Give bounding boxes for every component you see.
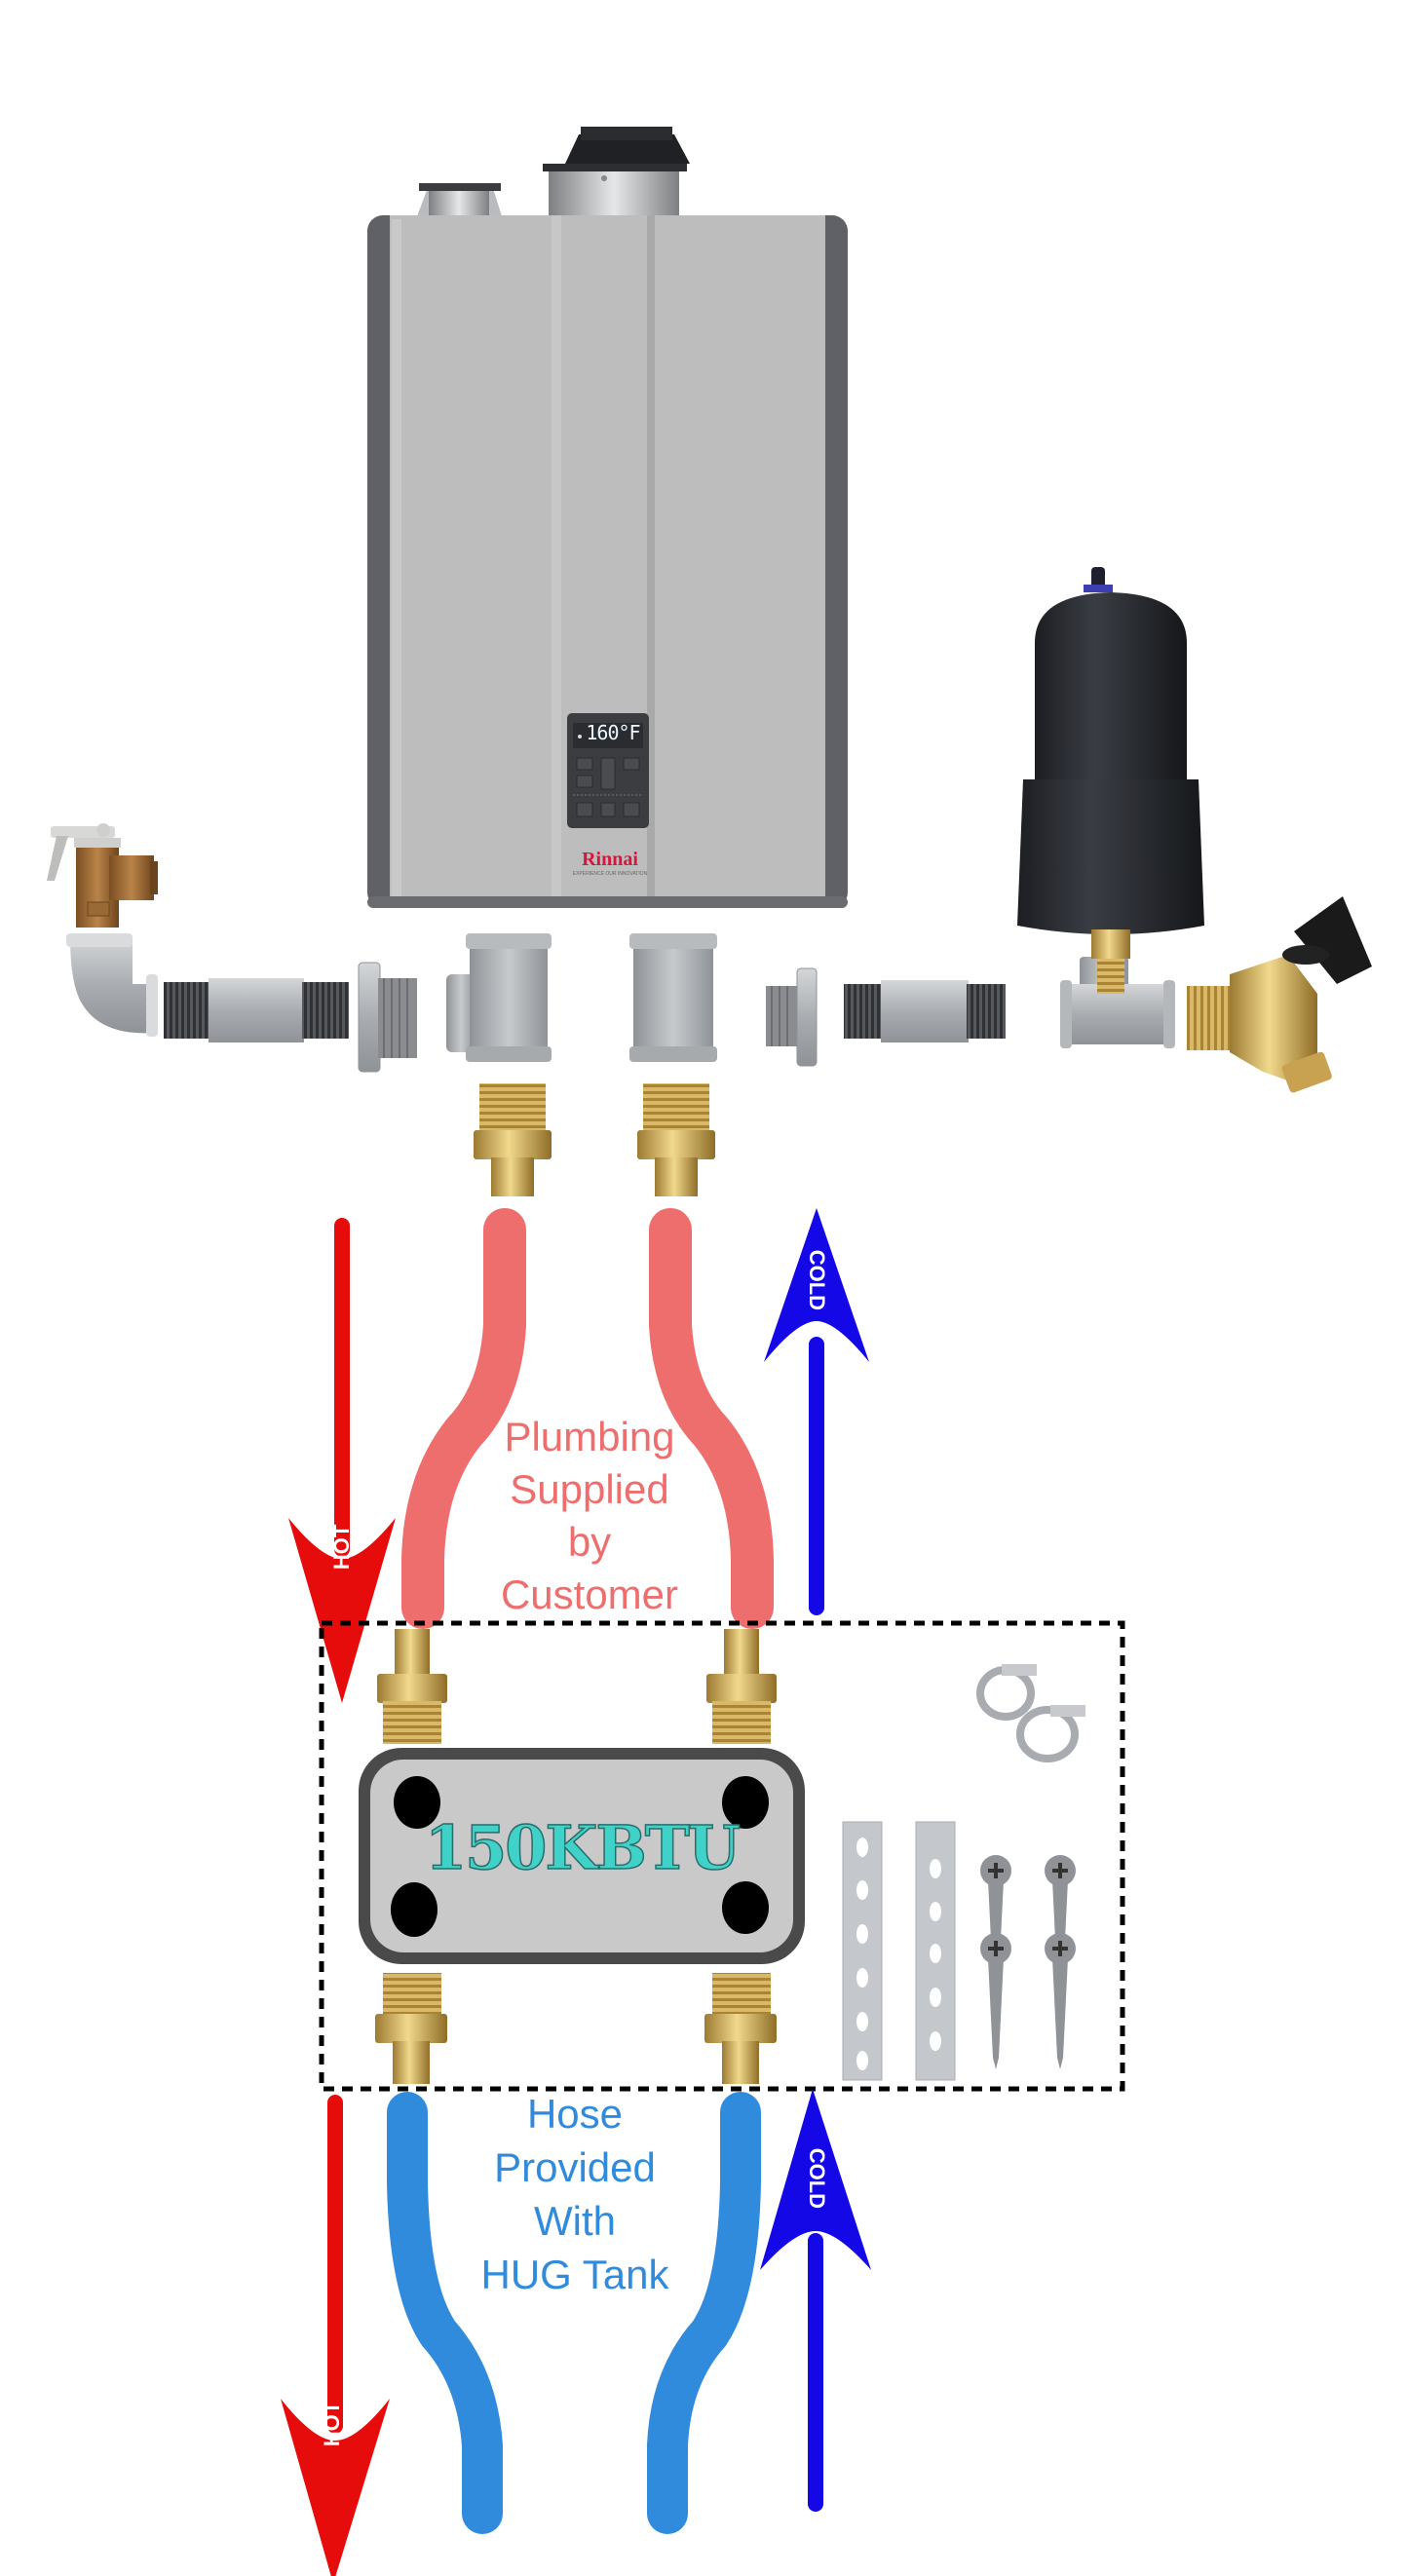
galvanized-nipple-icon bbox=[164, 978, 349, 1042]
control-panel bbox=[567, 713, 649, 828]
upper-customer-tube-left bbox=[401, 1208, 526, 1629]
heat-exchanger-label: 150KBTU bbox=[424, 1812, 741, 1883]
heat-exchanger-icon bbox=[359, 1748, 805, 1964]
expansion-tank-icon bbox=[1017, 567, 1204, 994]
upper-cold-label: COLD bbox=[804, 1249, 829, 1311]
lower-hose-right bbox=[647, 2092, 761, 2534]
upper-customer-tube-right bbox=[649, 1208, 774, 1629]
upper-cold-arrow bbox=[764, 1208, 869, 1615]
boiler-drain-valve-icon bbox=[1187, 896, 1372, 1093]
galvanized-tee-hot-icon bbox=[446, 933, 552, 1062]
note-line: Customer bbox=[500, 1572, 679, 1617]
hose-clamp-icon bbox=[976, 1664, 1085, 1762]
note-line: by bbox=[567, 1519, 612, 1565]
tankless-water-heater bbox=[367, 127, 848, 908]
pex-adapter-hx-top-left-icon bbox=[377, 1629, 447, 1744]
mounting-strap-icon bbox=[842, 1821, 883, 2081]
pressure-relief-valve-icon bbox=[47, 823, 158, 928]
lower-cold-label: COLD bbox=[804, 2147, 829, 2210]
kit-contents-box bbox=[319, 1620, 1125, 2092]
galvanized-tee-cold-icon bbox=[629, 933, 717, 1062]
galvanized-tee-right-icon bbox=[1060, 957, 1175, 1048]
lower-hot-label: HOT bbox=[320, 2401, 345, 2447]
lower-cold-arrow bbox=[760, 2089, 871, 2512]
mounting-strap-icon bbox=[915, 1821, 956, 2081]
pex-adapter-hx-bottom-right-icon bbox=[704, 1973, 777, 2084]
intake-vent-icon bbox=[417, 183, 502, 216]
galvanized-nipple-right-icon bbox=[844, 980, 1006, 1042]
lower-hose-left bbox=[387, 2092, 503, 2534]
note-line: Supplied bbox=[510, 1466, 669, 1512]
heater-brand-tagline: EXPERIENCE OUR INNOVATION bbox=[572, 871, 648, 877]
note-line: Provided bbox=[494, 2144, 656, 2190]
upper-hot-arrow bbox=[288, 1218, 396, 1703]
note-line: Plumbing bbox=[504, 1414, 675, 1459]
pex-adapter-hx-bottom-left-icon bbox=[375, 1973, 447, 2084]
lower-hose-note: Hose Provided With HUG Tank bbox=[448, 2087, 702, 2301]
hex-bushing-icon bbox=[358, 962, 417, 1073]
display-temperature: 160°F bbox=[586, 721, 640, 744]
galvanized-elbow-icon bbox=[66, 933, 158, 1037]
exhaust-vent-icon bbox=[543, 127, 690, 216]
upper-plumbing-note: Plumbing Supplied by Customer bbox=[468, 1411, 711, 1621]
note-line: Hose bbox=[526, 2091, 624, 2137]
note-line: With bbox=[534, 2198, 616, 2244]
heater-brand-logo: Rinnai bbox=[582, 849, 638, 870]
upper-hot-label: HOT bbox=[329, 1524, 355, 1571]
wood-screw-icon bbox=[980, 1855, 1076, 2069]
hex-bushing-right-icon bbox=[766, 967, 818, 1067]
note-line: HUG Tank bbox=[480, 2252, 669, 2297]
pex-adapter-hx-top-right-icon bbox=[706, 1629, 777, 1744]
pex-adapter-cold-top-icon bbox=[637, 1083, 715, 1196]
pex-adapter-hot-top-icon bbox=[474, 1083, 552, 1196]
lower-hot-arrow bbox=[281, 2095, 390, 2576]
